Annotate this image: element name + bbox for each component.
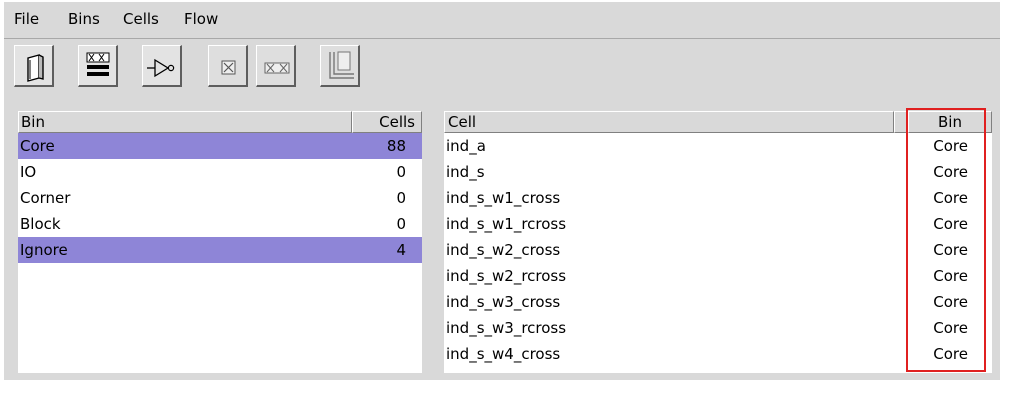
- bin-name: Ignore: [20, 241, 68, 259]
- menu-flow[interactable]: Flow: [184, 10, 219, 28]
- cell-name: ind_s: [446, 163, 485, 181]
- menu-bins[interactable]: Bins: [68, 10, 100, 28]
- cell-bin: Core: [933, 319, 968, 337]
- dual-cross-cell-button[interactable]: [256, 45, 296, 87]
- cell-name: ind_s_w1_cross: [446, 189, 561, 207]
- bin-row-corner[interactable]: Corner 0: [18, 185, 422, 211]
- app-window: File Bins Cells Flow: [4, 2, 1000, 380]
- cell-name: ind_s_w2_rcross: [446, 267, 567, 285]
- bin-row-block[interactable]: Block 0: [18, 211, 422, 237]
- bin-row-ignore[interactable]: Ignore 4: [18, 237, 422, 263]
- cell-bin-column-header[interactable]: Bin: [908, 111, 992, 133]
- cell-name: ind_s_w3_rcross: [446, 319, 567, 337]
- cell-name: ind_s_w4_cross: [446, 345, 561, 363]
- corner-layout-button[interactable]: [320, 45, 360, 87]
- menu-cells[interactable]: Cells: [123, 10, 159, 28]
- cell-name: ind_s_w1_rcross: [446, 215, 567, 233]
- column-resize-handle[interactable]: [894, 111, 908, 133]
- bin-cell-count: 0: [396, 189, 406, 207]
- cell-row[interactable]: ind_a Core: [444, 133, 992, 159]
- cell-row[interactable]: ind_s_w3_cross Core: [444, 289, 992, 315]
- bin-row-io[interactable]: IO 0: [18, 159, 422, 185]
- cell-bin: Core: [933, 241, 968, 259]
- cell-bin: Core: [933, 345, 968, 363]
- toolbar: [4, 39, 1000, 101]
- bin-cell-count: 4: [396, 241, 406, 259]
- corner-layout-icon: [329, 51, 354, 79]
- cell-bin: Core: [933, 163, 968, 181]
- bin-list-icon: [86, 52, 110, 76]
- bin-row-core[interactable]: Core 88: [18, 133, 422, 159]
- bin-column-header[interactable]: Bin: [18, 111, 352, 133]
- cell-name: ind_s_w3_cross: [446, 293, 561, 311]
- menu-bar: File Bins Cells Flow: [4, 2, 1000, 39]
- cell-row[interactable]: ind_s_w2_rcross Core: [444, 263, 992, 289]
- cell-row[interactable]: ind_s Core: [444, 159, 992, 185]
- cell-bin: Core: [933, 189, 968, 207]
- cell-row[interactable]: ind_s_w2_cross Core: [444, 237, 992, 263]
- inverter-button[interactable]: [142, 45, 182, 87]
- cell-bin: Core: [933, 215, 968, 233]
- bin-name: IO: [20, 163, 37, 181]
- cell-table: Cell Bin ind_a Core ind_s Core ind_s_w1_…: [444, 111, 992, 373]
- bin-table: Bin Cells Core 88 IO 0 Corner 0 Block 0 …: [18, 111, 422, 373]
- cell-row[interactable]: ind_s_w1_rcross Core: [444, 211, 992, 237]
- open-book-button[interactable]: [14, 45, 54, 87]
- cross-cell-button[interactable]: [208, 45, 248, 87]
- bin-name: Core: [20, 137, 55, 155]
- cell-bin: Core: [933, 137, 968, 155]
- cross-cell-icon: [221, 60, 236, 75]
- menu-file[interactable]: File: [14, 10, 40, 28]
- cells-column-header[interactable]: Cells: [352, 111, 422, 133]
- cell-bin: Core: [933, 293, 968, 311]
- cell-row[interactable]: ind_s_w1_cross Core: [444, 185, 992, 211]
- bin-cell-count: 0: [396, 163, 406, 181]
- dual-cross-cell-icon: [264, 62, 290, 74]
- bin-list-button[interactable]: [78, 45, 118, 87]
- bin-cell-count: 0: [396, 215, 406, 233]
- cell-row[interactable]: ind_s_w4_cross Core: [444, 341, 992, 367]
- cell-bin: Core: [933, 267, 968, 285]
- cell-name: ind_s_w2_cross: [446, 241, 561, 259]
- open-book-icon: [27, 54, 44, 82]
- inverter-gate-icon: [147, 58, 175, 78]
- cell-row[interactable]: ind_s_w3_rcross Core: [444, 315, 992, 341]
- bin-name: Block: [20, 215, 61, 233]
- bin-cell-count: 88: [386, 137, 406, 155]
- bin-name: Corner: [20, 189, 71, 207]
- cell-column-header[interactable]: Cell: [444, 111, 894, 133]
- cell-name: ind_a: [446, 137, 486, 155]
